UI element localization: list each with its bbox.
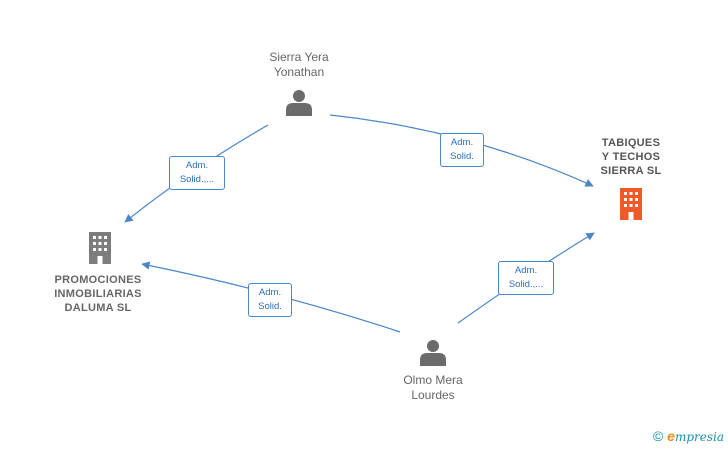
node-label-sierra-yera-yonathan[interactable]: Sierra Yera Yonathan bbox=[246, 50, 352, 80]
person-icon bbox=[420, 340, 446, 366]
node-label-olmo-mera-lourdes[interactable]: Olmo Mera Lourdes bbox=[380, 373, 486, 403]
node-name-line: Yonathan bbox=[273, 65, 325, 79]
node-name-line: INMOBILIARIAS bbox=[54, 288, 142, 300]
node-name-line: SIERRA SL bbox=[600, 165, 662, 177]
copyright-symbol: © bbox=[652, 428, 664, 444]
node-label-tabiques-y-techos-sierra[interactable]: TABIQUES Y TECHOS SIERRA SL bbox=[578, 136, 684, 178]
node-name-line: Olmo Mera bbox=[403, 373, 463, 387]
node-name-line: Sierra Yera bbox=[269, 50, 329, 64]
node-name-line: Y TECHOS bbox=[601, 151, 661, 163]
edge-label-detail: Solid. bbox=[258, 301, 282, 312]
edge-label-sierra-tabiques[interactable]: Adm. Solid. bbox=[440, 133, 484, 167]
empresia-brand[interactable]: ©empresia bbox=[653, 428, 724, 444]
edge-label-role: Adm. bbox=[185, 160, 209, 171]
edge-label-detail: Solid.,... bbox=[508, 279, 544, 290]
edge-label-olmo-tabiques[interactable]: Adm. Solid.,... bbox=[498, 261, 554, 295]
person-icon bbox=[286, 90, 312, 116]
node-name-line: TABIQUES bbox=[601, 137, 661, 149]
edge-label-sierra-promociones[interactable]: Adm. Solid.,... bbox=[169, 156, 225, 190]
edge-label-detail: Solid. bbox=[450, 151, 474, 162]
edge-label-olmo-promociones[interactable]: Adm. Solid. bbox=[248, 283, 292, 317]
empresia-name: mpresia bbox=[674, 430, 724, 444]
node-name-line: Lourdes bbox=[411, 388, 455, 402]
empresia-logo-icon: e bbox=[667, 428, 675, 444]
edge-label-role: Adm. bbox=[514, 265, 538, 276]
edge-label-role: Adm. bbox=[450, 137, 474, 148]
node-name-line: PROMOCIONES bbox=[54, 274, 142, 286]
node-name-line: DALUMA SL bbox=[64, 302, 132, 314]
edge-label-detail: Solid.,... bbox=[179, 174, 215, 185]
building-icon bbox=[89, 232, 111, 264]
building-icon-highlighted bbox=[620, 188, 642, 220]
node-label-promociones-inmobiliarias-daluma[interactable]: PROMOCIONES INMOBILIARIAS DALUMA SL bbox=[40, 273, 156, 315]
edge-label-role: Adm. bbox=[258, 287, 282, 298]
